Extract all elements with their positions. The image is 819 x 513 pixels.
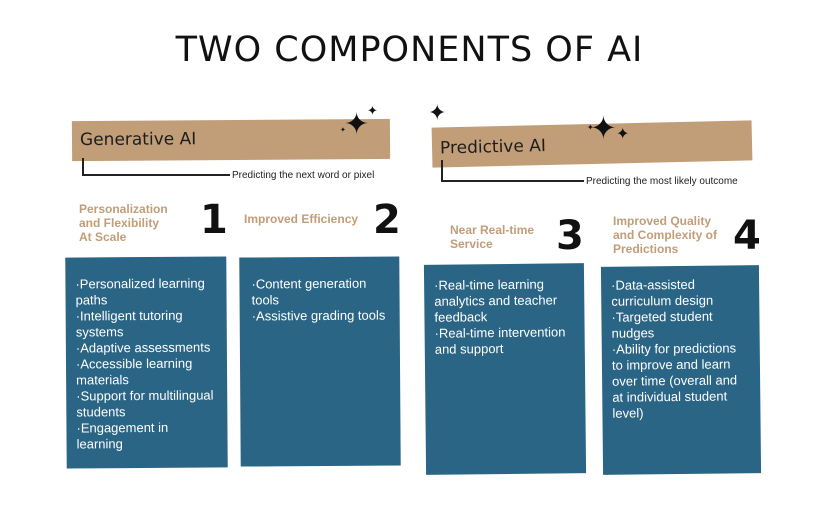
list-item: ·Adaptive assessments: [75, 339, 211, 356]
list-item: ·Assistive grading tools: [251, 307, 386, 324]
predictive-connector: [441, 160, 584, 182]
component-4-card: ·Data-assisted curriculum design ·Target…: [600, 265, 762, 475]
generative-connector: [82, 158, 230, 176]
generative-ai-banner: Generative AI: [71, 118, 391, 162]
list-item: ·Targeted student nudges: [611, 308, 713, 341]
generative-ai-subtitle: Predicting the next word or pixel: [232, 170, 375, 181]
sparkle-icon: ✦: [616, 126, 630, 143]
component-2-card: ·Content generation tools ·Assistive gra…: [239, 256, 401, 467]
list-item: ·Support for multilingual students: [76, 387, 214, 420]
component-4-number: 4: [733, 213, 761, 259]
list-item: ·Personalized learning paths: [75, 275, 205, 308]
component-2-number: 2: [373, 197, 401, 243]
component-4-label: Improved Quality and Complexity of Predi…: [613, 214, 718, 256]
page-title: TWO COMPONENTS OF AI: [175, 30, 644, 70]
sparkle-icon: ✦: [587, 123, 594, 132]
component-1-card: ·Personalized learning paths ·Intelligen…: [65, 256, 228, 469]
component-3-label: Near Real-time Service: [450, 223, 535, 251]
component-1-label: Personalization and Flexibility At Scale: [79, 202, 168, 244]
sparkle-icon: ✦: [428, 100, 447, 125]
component-3-number: 3: [556, 213, 584, 259]
component-2-label: Improved Efficiency: [244, 212, 359, 226]
list-item: ·Real-time intervention and support: [434, 324, 566, 357]
sparkle-icon: ✦: [340, 127, 346, 134]
list-item: ·Real-time learning analytics and teache…: [434, 276, 558, 325]
sparkle-icon: ✦: [367, 103, 378, 118]
sparkle-icon: ✦: [344, 108, 370, 141]
list-item: ·Data-assisted curriculum design: [611, 276, 714, 309]
list-item: ·Ability for predictions to improve and …: [611, 340, 738, 421]
sparkle-icon: ✦: [590, 110, 617, 146]
list-item: ·Accessible learning materials: [75, 355, 193, 388]
component-1-number: 1: [200, 197, 228, 243]
list-item: ·Content generation tools: [251, 275, 367, 308]
predictive-ai-subtitle: Predicting the most likely outcome: [586, 176, 738, 187]
list-item: ·Engagement in learning: [76, 419, 169, 452]
component-3-card: ·Real-time learning analytics and teache…: [423, 263, 587, 475]
list-item: ·Intelligent tutoring systems: [75, 307, 183, 340]
